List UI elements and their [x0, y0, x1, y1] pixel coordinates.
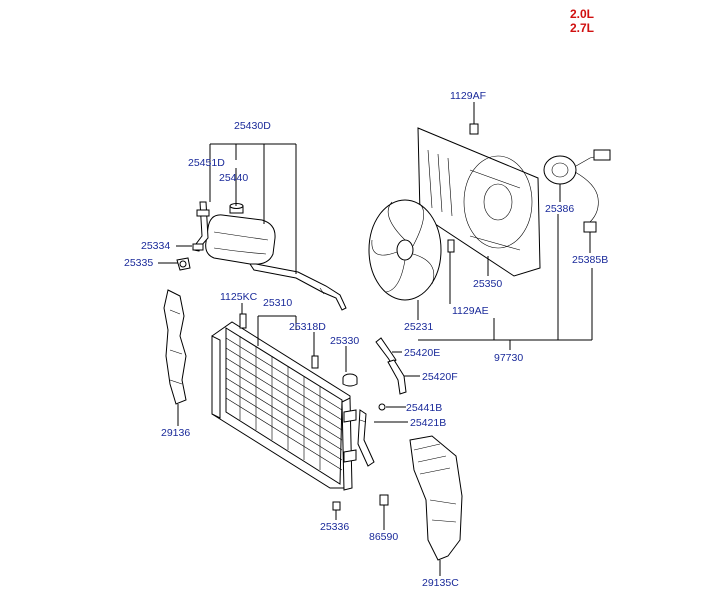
- label-25440: 25440: [219, 172, 248, 184]
- motor-wiring[interactable]: [574, 171, 599, 233]
- engine-label-2-0l: 2.0L: [570, 7, 594, 21]
- label-25318d: 25318D: [289, 321, 326, 333]
- label-25386: 25386: [545, 203, 574, 215]
- drain-plug[interactable]: [332, 501, 341, 511]
- label-97730: 97730: [494, 352, 523, 364]
- clamp-25441b[interactable]: [378, 403, 386, 411]
- label-25421b: 25421B: [410, 417, 446, 429]
- label-25441b: 25441B: [406, 402, 442, 414]
- label-25420e: 25420E: [404, 347, 440, 359]
- label-29135c: 29135C: [422, 577, 459, 589]
- upper-hose-25420e[interactable]: [375, 337, 397, 365]
- overflow-hose[interactable]: [193, 201, 210, 252]
- label-25336: 25336: [320, 521, 349, 533]
- bolt-1129ae[interactable]: [447, 239, 455, 253]
- bracket-25318d[interactable]: [311, 355, 319, 369]
- fan-motor[interactable]: [543, 149, 611, 185]
- label-25335: 25335: [124, 257, 153, 269]
- label-25385b: 25385B: [572, 254, 608, 266]
- label-29136: 29136: [161, 427, 190, 439]
- radiator-cap[interactable]: [342, 373, 358, 387]
- bolt-1125kc[interactable]: [239, 313, 247, 329]
- label-1129af: 1129AF: [450, 90, 486, 102]
- label-25350: 25350: [473, 278, 502, 290]
- bolt-1129af[interactable]: [469, 123, 479, 135]
- reservoir-tank[interactable]: [205, 214, 276, 265]
- lower-hose-25421b[interactable]: [357, 409, 375, 467]
- reservoir-hose[interactable]: [249, 263, 347, 311]
- radiator[interactable]: [211, 321, 357, 491]
- fan-shroud[interactable]: [417, 127, 541, 277]
- mount-86590[interactable]: [379, 494, 389, 506]
- label-1129ae: 1129AE: [452, 305, 489, 317]
- label-25334: 25334: [141, 240, 170, 252]
- label-1125kc: 1125KC: [220, 291, 258, 303]
- air-guard-29136[interactable]: [163, 289, 187, 405]
- air-guard-29135c[interactable]: [409, 435, 463, 561]
- upper-hose-25420f[interactable]: [387, 359, 407, 395]
- label-25430d: 25430D: [234, 120, 271, 132]
- fan-blade[interactable]: [368, 199, 442, 301]
- engine-label-2-7l: 2.7L: [570, 21, 594, 35]
- hose-clip[interactable]: [192, 243, 204, 251]
- label-86590: 86590: [369, 531, 398, 543]
- label-25330: 25330: [330, 335, 359, 347]
- leader-lines: [158, 102, 593, 576]
- clip-25335[interactable]: [176, 257, 191, 271]
- label-25231: 25231: [404, 321, 433, 333]
- label-25420f: 25420F: [422, 371, 458, 383]
- label-25310: 25310: [263, 297, 292, 309]
- label-25451d: 25451D: [188, 157, 225, 169]
